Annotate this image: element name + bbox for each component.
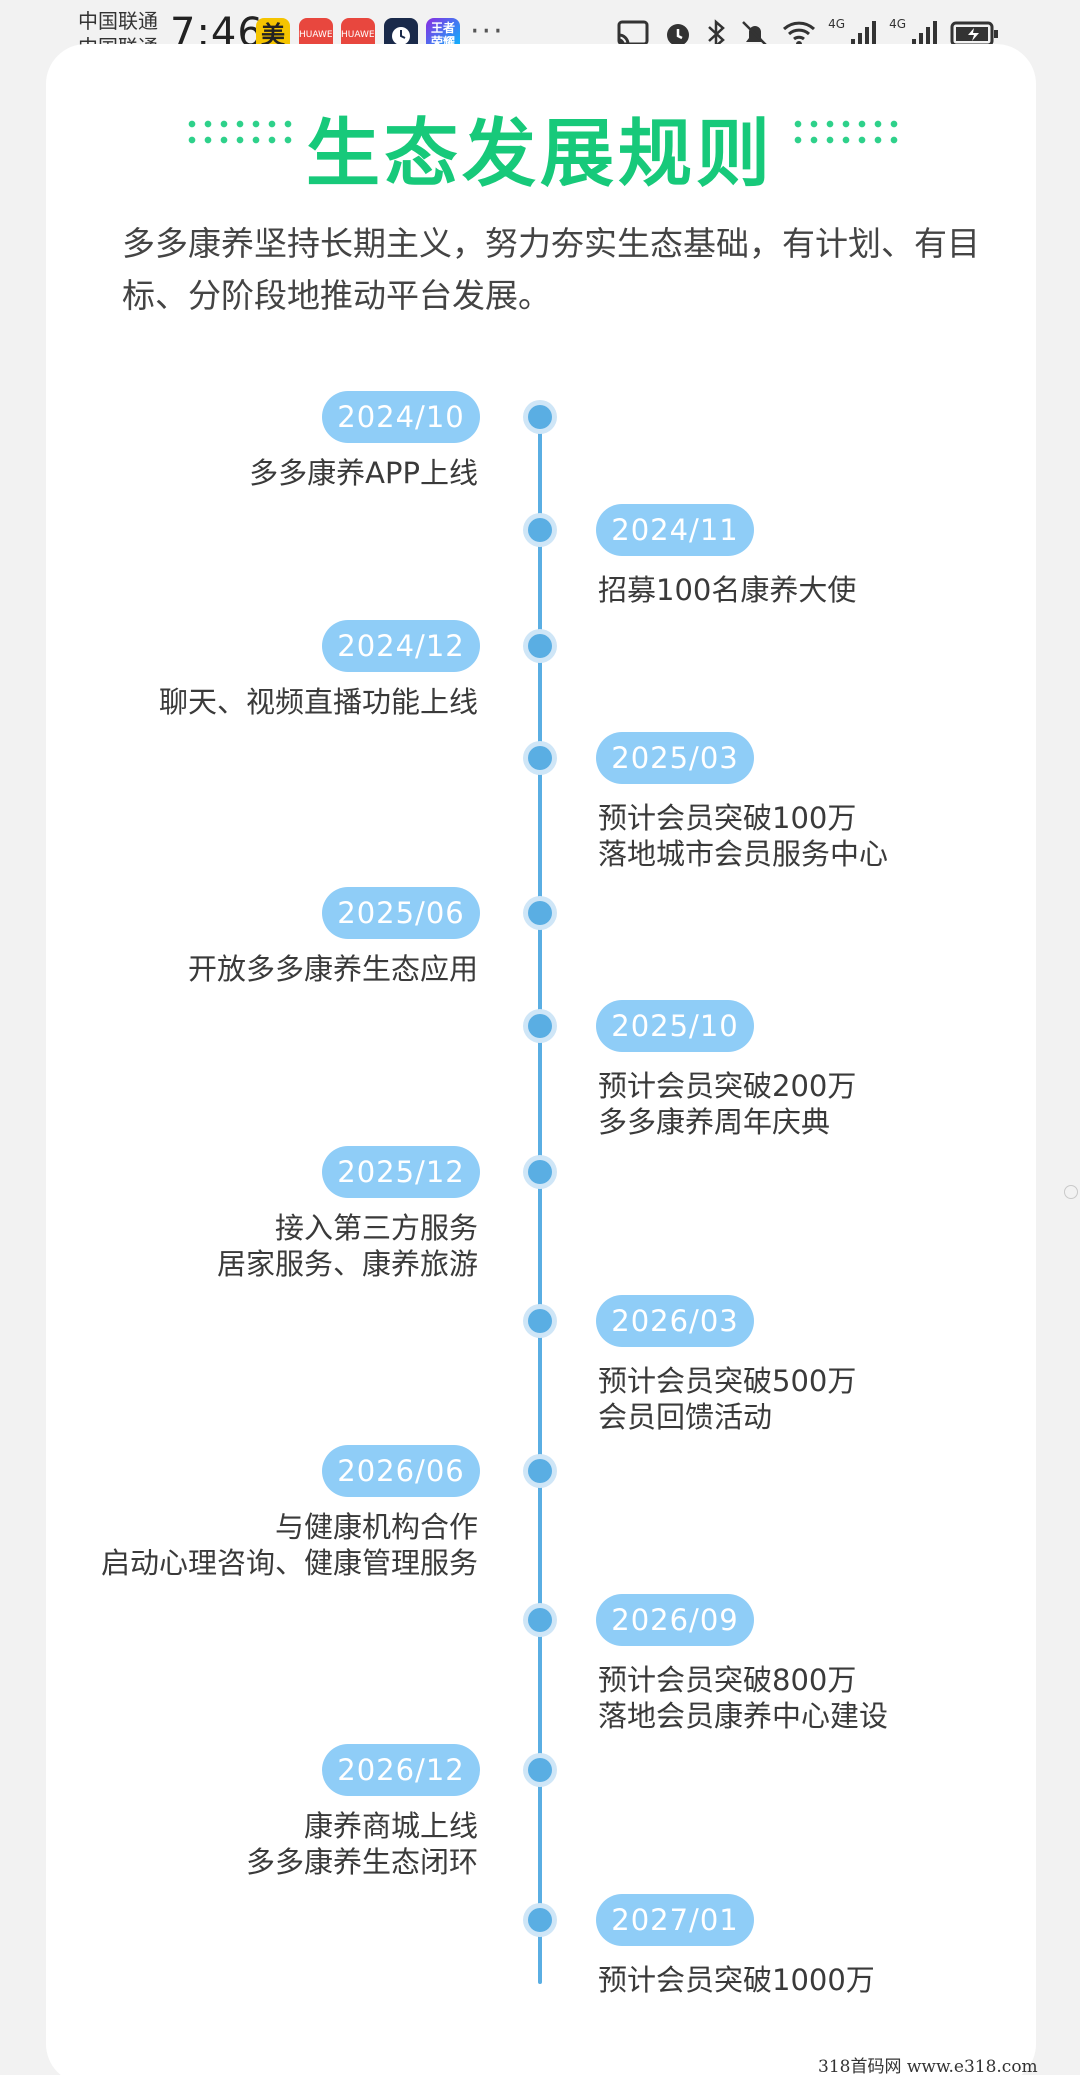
timeline-date: 2025/03: [596, 732, 754, 784]
scroll-indicator: [1064, 1185, 1078, 1199]
timeline-event-line: 预计会员突破500万: [598, 1364, 857, 1398]
timeline-node: [528, 405, 552, 429]
timeline-node: [528, 518, 552, 542]
timeline-node: [528, 1459, 552, 1483]
timeline-event-line: 与健康机构合作: [274, 1510, 478, 1544]
network-type-2: 4G: [889, 17, 906, 31]
carrier-1: 中国联通: [78, 9, 158, 33]
timeline-event: 预计会员突破1000万: [598, 1962, 1018, 1998]
timeline-node: [528, 1309, 552, 1333]
signal-icon: [851, 21, 877, 47]
signal-icon: [912, 21, 937, 47]
timeline-event-line: 落地城市会员服务中心: [598, 837, 889, 871]
timeline-event-line: 开放多多康养生态应用: [187, 952, 478, 986]
timeline-event: 预计会员突破100万落地城市会员服务中心: [598, 800, 1018, 872]
timeline-node: [528, 634, 552, 658]
timeline-date: 2026/12: [322, 1744, 480, 1796]
timeline-event-line: 会员回馈活动: [598, 1400, 773, 1434]
timeline-date: 2025/06: [322, 887, 480, 939]
timeline-event: 预计会员突破500万会员回馈活动: [598, 1363, 1018, 1435]
timeline-event-line: 预计会员突破800万: [598, 1663, 857, 1697]
timeline-event-line: 多多康养周年庆典: [598, 1105, 831, 1139]
timeline-node: [528, 1908, 552, 1932]
timeline-date: 2027/01: [596, 1894, 754, 1946]
timeline-node: [528, 1160, 552, 1184]
network-type-1: 4G: [828, 17, 846, 31]
page-title: 生态发展规则: [306, 111, 774, 197]
timeline-event: 与健康机构合作启动心理咨询、健康管理服务: [0, 1509, 478, 1581]
timeline-event-line: 启动心理咨询、健康管理服务: [100, 1546, 478, 1580]
intro-text: 多多康养坚持长期主义，努力夯实生态基础，有计划、有目标、分阶段地推动平台发展。: [122, 224, 980, 315]
more-notifications-icon: ···: [470, 14, 505, 49]
timeline-event: 多多康养APP上线: [0, 455, 478, 491]
watermark: 318首码网 www.e318.com: [818, 2057, 1038, 2075]
timeline-event-line: 预计会员突破200万: [598, 1069, 857, 1103]
timeline-event-line: 多多康养APP上线: [249, 456, 478, 490]
timeline-event: 预计会员突破200万多多康养周年庆典: [598, 1068, 1018, 1140]
timeline-node: [528, 1014, 552, 1038]
timeline-date: 2024/10: [322, 391, 480, 443]
timeline-axis: [538, 416, 542, 1984]
timeline-event-line: 预计会员突破1000万: [598, 1963, 875, 1997]
timeline-date: 2026/06: [322, 1445, 480, 1497]
mute-icon: [742, 21, 769, 47]
timeline-date: 2025/10: [596, 1000, 754, 1052]
timeline-event: 聊天、视频直播功能上线: [0, 684, 478, 720]
timeline-event-line: 接入第三方服务: [274, 1211, 478, 1245]
timeline-event-line: 预计会员突破100万: [598, 801, 857, 835]
timeline-event-line: 招募100名康养大使: [598, 573, 857, 607]
timeline-event-line: 落地会员康养中心建设: [598, 1699, 889, 1733]
timeline-event: 康养商城上线多多康养生态闭环: [0, 1808, 478, 1880]
timeline-event: 预计会员突破800万落地会员康养中心建设: [598, 1662, 1018, 1734]
bluetooth-icon: [708, 19, 726, 49]
timeline-date: 2026/03: [596, 1295, 754, 1347]
timeline-event-line: 聊天、视频直播功能上线: [158, 685, 478, 719]
timeline-event: 招募100名康养大使: [598, 572, 1018, 608]
timeline-date: 2026/09: [596, 1594, 754, 1646]
timeline-event-line: 居家服务、康养旅游: [216, 1247, 478, 1281]
timeline-event: 开放多多康养生态应用: [0, 951, 478, 987]
timeline-date: 2024/12: [322, 620, 480, 672]
alarm-icon: [667, 24, 690, 46]
timeline-event: 接入第三方服务居家服务、康养旅游: [0, 1210, 478, 1282]
dots-decoration-left: [184, 116, 294, 152]
dots-decoration-right: [790, 116, 900, 152]
timeline-date: 2025/12: [322, 1146, 480, 1198]
title-row: 生态发展规则: [0, 96, 1080, 197]
timeline-node: [528, 1758, 552, 1782]
timeline-date: 2024/11: [596, 504, 754, 556]
timeline-event-line: 多多康养生态闭环: [245, 1845, 478, 1879]
timeline-node: [528, 901, 552, 925]
timeline-event-line: 康养商城上线: [303, 1809, 478, 1843]
timeline-node: [528, 1608, 552, 1632]
timeline-node: [528, 746, 552, 770]
